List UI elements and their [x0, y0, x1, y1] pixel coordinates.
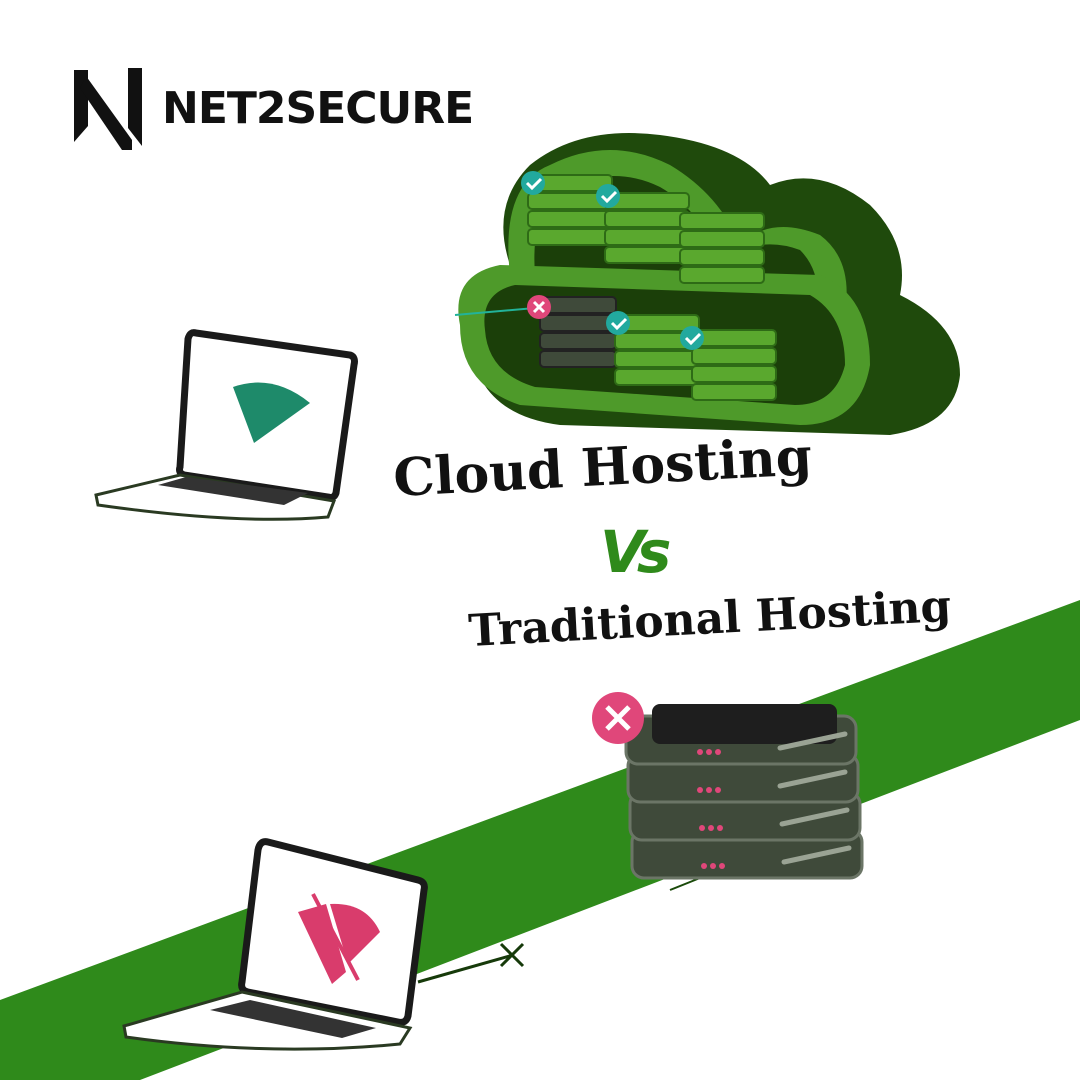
check-badge-icon — [521, 171, 704, 350]
laptop-wifi-off-icon — [122, 838, 525, 1051]
error-badge-icon — [592, 692, 644, 744]
versus-label: Vs — [600, 518, 671, 586]
cloud-server-rack-icon — [454, 133, 960, 435]
error-badge-icon — [527, 295, 551, 319]
server-failed — [539, 296, 617, 368]
brand-logo: NET2SECURE — [72, 66, 474, 150]
laptop-wifi-connected-icon — [94, 329, 358, 521]
n-monogram-icon — [74, 68, 142, 150]
brand-name: NET2SECURE — [162, 82, 474, 134]
server-ok — [527, 174, 765, 284]
server-stack-failed-icon — [592, 692, 864, 891]
